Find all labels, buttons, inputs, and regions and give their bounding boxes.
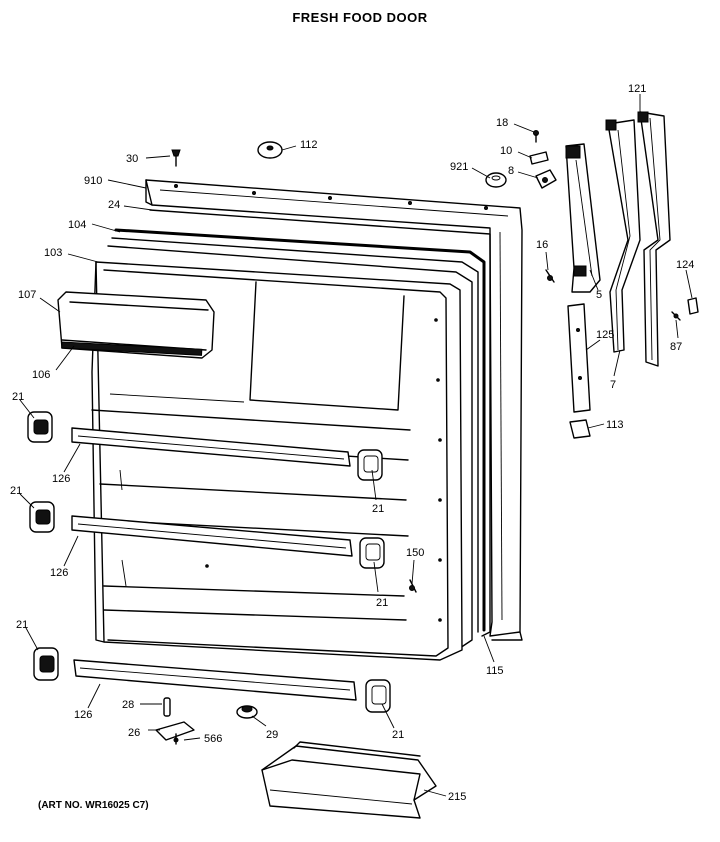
screw-150 (409, 579, 417, 593)
callout-106: 106 (32, 369, 50, 381)
callout-7: 7 (610, 379, 616, 391)
callout-215: 215 (448, 791, 466, 803)
callout-21-left-1: 21 (12, 391, 24, 403)
callout-28: 28 (122, 699, 134, 711)
callout-107: 107 (18, 289, 36, 301)
callout-125: 125 (596, 329, 614, 341)
screw-18 (533, 130, 539, 143)
plug-112 (257, 141, 283, 159)
callout-21-left-2: 21 (10, 485, 22, 497)
callout-26: 26 (128, 727, 140, 739)
callout-10: 10 (500, 145, 512, 157)
shelf-bar-middle (71, 515, 353, 557)
knob-29 (236, 705, 258, 719)
shelf-bracket-left-3 (33, 647, 59, 681)
callout-21-right-2: 21 (376, 597, 388, 609)
callout-5: 5 (596, 289, 602, 301)
hinge-pin-10 (529, 151, 549, 165)
callout-121: 121 (628, 83, 646, 95)
hinge-cover-121 (637, 111, 671, 367)
callout-115: 115 (486, 665, 504, 677)
diagram-title: FRESH FOOD DOOR (292, 10, 428, 25)
callout-21-right-3: 21 (392, 729, 404, 741)
callout-18: 18 (496, 117, 508, 129)
callout-112: 112 (300, 139, 318, 151)
shelf-bracket-right-2 (359, 537, 385, 569)
callout-21-left-3: 21 (16, 619, 28, 631)
cap-921 (485, 172, 507, 188)
screw-16 (545, 269, 555, 283)
callout-104: 104 (68, 219, 86, 231)
callout-124: 124 (676, 259, 694, 271)
door-gasket (107, 209, 491, 649)
callout-126-top: 126 (52, 473, 70, 485)
callout-150: 150 (406, 547, 424, 559)
callout-910: 910 (84, 175, 102, 187)
shelf-bracket-right-3 (365, 679, 391, 713)
screw-87 (671, 311, 681, 321)
callout-87: 87 (670, 341, 682, 353)
shelf-bracket-left-1 (27, 411, 53, 443)
callout-566: 566 (204, 733, 222, 745)
callout-29: 29 (266, 729, 278, 741)
callout-103: 103 (44, 247, 62, 259)
callout-21-right-1: 21 (372, 503, 384, 515)
leader-lines (19, 94, 693, 797)
callout-113: 113 (606, 419, 624, 431)
shelf-bracket-left-2 (29, 501, 55, 533)
hinge-cover-7 (605, 119, 641, 353)
hinge-bracket-5 (565, 143, 601, 293)
outer-door-panel (145, 179, 523, 641)
plate-26 (155, 721, 195, 743)
door-bin-215 (261, 741, 437, 819)
callout-921: 921 (450, 161, 468, 173)
cap-124 (687, 297, 699, 315)
callout-16: 16 (536, 239, 548, 251)
pin-28 (163, 697, 171, 717)
callout-30: 30 (126, 153, 138, 165)
screw-30 (171, 149, 181, 167)
hinge-shim-125 (567, 303, 591, 413)
shelf-bar-top (71, 427, 351, 467)
art-number: (ART NO. WR16025 C7) (38, 800, 149, 811)
callout-24: 24 (108, 199, 120, 211)
callout-126-middle: 126 (50, 567, 68, 579)
shelf-bracket-right-1 (357, 449, 383, 481)
stop-113 (569, 419, 591, 439)
bushing-8 (535, 169, 557, 189)
callout-126-bottom: 126 (74, 709, 92, 721)
shelf-bar-bottom (73, 659, 357, 701)
dairy-compartment-door (57, 291, 215, 359)
callout-labels: 30 112 910 24 104 103 107 106 21 126 21 … (10, 83, 694, 803)
callout-8: 8 (508, 165, 514, 177)
